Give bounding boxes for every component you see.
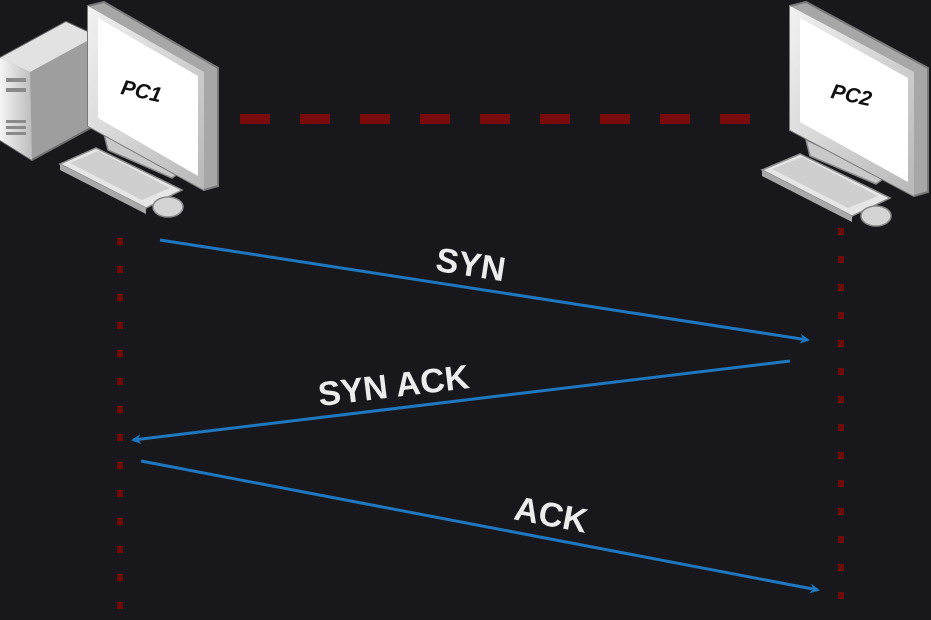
syn-label: SYN [433,241,508,289]
syn-ack-label: SYN ACK [316,358,472,414]
ack-arrow [140,459,820,594]
syn-ack-arrow [131,359,791,445]
syn-arrow [159,238,810,344]
pc2-computer-icon: PC2 [760,0,929,227]
pc1-computer-icon: PC1 [0,0,219,218]
